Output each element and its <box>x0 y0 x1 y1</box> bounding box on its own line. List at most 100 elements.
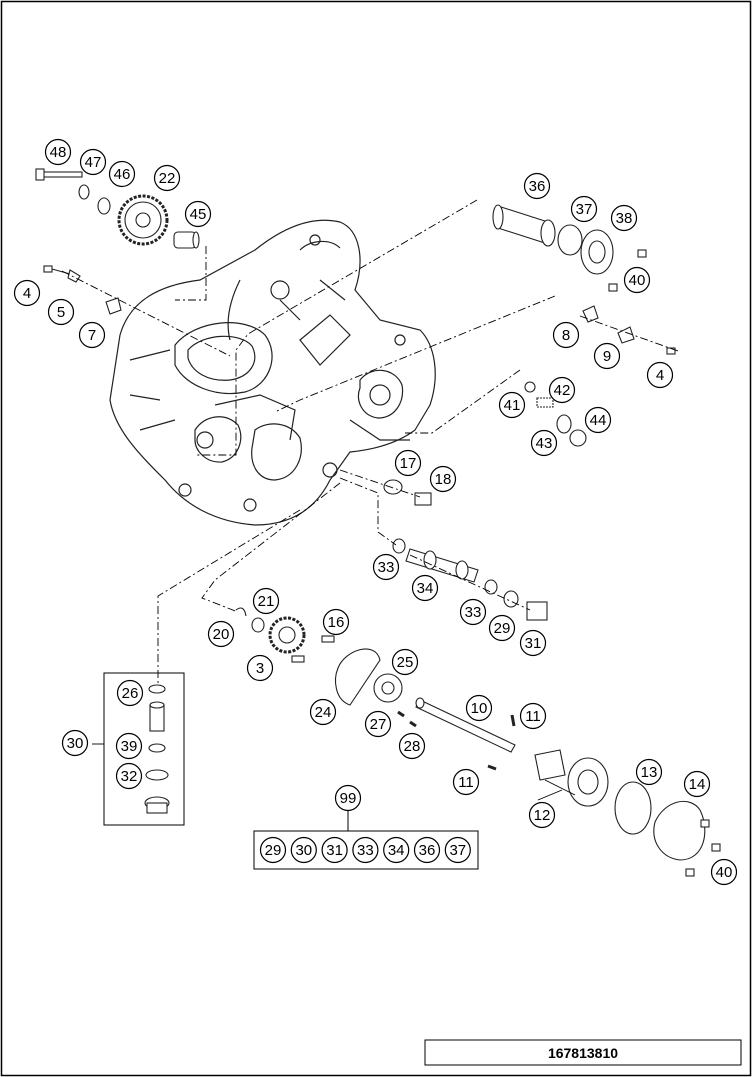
ball-41-shape <box>524 381 536 393</box>
callout-label: 17 <box>400 455 417 472</box>
callout-label: 9 <box>603 348 611 365</box>
kit-99-item: 29 <box>259 836 287 864</box>
callout-label: 30 <box>67 735 84 752</box>
callout-part-4b: 4 <box>646 361 674 389</box>
reference-box <box>424 1039 742 1066</box>
group-30-bracket <box>103 672 185 826</box>
callout-circle <box>552 321 580 349</box>
callout-circle <box>322 608 350 636</box>
callout-label: 48 <box>50 144 67 161</box>
callout-part-12: 12 <box>528 801 556 829</box>
callout-circle <box>47 298 75 326</box>
clip-20-shape <box>235 607 247 617</box>
kit-99-item-circle <box>444 836 471 864</box>
callout-part-29: 29 <box>488 614 516 642</box>
callout-circle <box>570 195 598 223</box>
callout-part-47: 47 <box>79 148 107 176</box>
callout-label: 40 <box>629 272 646 289</box>
callout-label: 32 <box>121 768 138 785</box>
callout-part-24: 24 <box>309 698 337 726</box>
callout-part-37: 37 <box>570 195 598 223</box>
callout-label: 45 <box>190 206 207 223</box>
callout-circle <box>593 342 621 370</box>
callout-label: 18 <box>435 471 452 488</box>
callout-part-8: 8 <box>552 321 580 349</box>
callout-circle <box>116 679 144 707</box>
callout-part-39: 39 <box>115 732 143 760</box>
callout-circle <box>108 160 136 188</box>
callout-part-11a: 11 <box>519 702 547 730</box>
callout-part-16: 16 <box>322 608 350 636</box>
callout-part-25: 25 <box>391 648 419 676</box>
callout-label: 10 <box>471 700 488 717</box>
callout-part-40a: 40 <box>623 266 651 294</box>
callout-label: 4 <box>656 367 664 384</box>
callout-label: 37 <box>576 201 593 218</box>
kit-99-box <box>253 830 479 870</box>
callout-part-42: 42 <box>548 376 576 404</box>
callout-part-9: 9 <box>593 342 621 370</box>
callout-circle <box>398 732 426 760</box>
kit-99-item-circle <box>352 836 379 864</box>
screws-40b-shape <box>685 819 721 877</box>
oring-39-shape <box>148 743 166 753</box>
callout-circle <box>488 614 516 642</box>
callout-label: 22 <box>159 170 176 187</box>
callout-part-34: 34 <box>411 574 439 602</box>
callout-label: 12 <box>534 807 551 824</box>
callout-part-45: 45 <box>184 200 212 228</box>
kit-99-item-label: 37 <box>449 842 466 859</box>
callout-circle <box>364 710 392 738</box>
callout-part-11b: 11 <box>452 768 480 796</box>
callout-part-36: 36 <box>523 172 551 200</box>
callout-circle <box>519 629 547 657</box>
callout-part-33a: 33 <box>372 553 400 581</box>
callout-label: 14 <box>689 776 706 793</box>
callout-part-44: 44 <box>584 406 612 434</box>
callout-circle <box>584 406 612 434</box>
callout-part-99: 99 <box>334 784 362 812</box>
callout-label: 13 <box>641 764 658 781</box>
callout-part-17: 17 <box>394 449 422 477</box>
rotor-12-shape <box>534 749 609 807</box>
kit-99-item: 30 <box>290 836 317 864</box>
callout-label: 47 <box>85 154 102 171</box>
kit-99-item-label: 33 <box>357 842 374 859</box>
callout-label: 11 <box>458 774 474 791</box>
callout-label: 46 <box>114 166 131 183</box>
plate-9-shape <box>617 326 635 344</box>
kit-99-item: 34 <box>383 836 410 864</box>
callout-part-43: 43 <box>530 429 558 457</box>
callout-part-26: 26 <box>116 679 144 707</box>
callout-label: 25 <box>397 654 414 671</box>
filter-36-shape <box>492 204 556 247</box>
callout-part-38: 38 <box>610 204 638 232</box>
callout-circle <box>710 858 738 886</box>
callout-part-27: 27 <box>364 710 392 738</box>
callout-circle <box>334 784 362 812</box>
kit-99-item-circle <box>259 836 287 864</box>
callout-label: 39 <box>121 738 138 755</box>
callout-circle <box>207 620 235 648</box>
callout-part-46: 46 <box>108 160 136 188</box>
callout-circle <box>465 694 493 722</box>
rotor-25-shape <box>373 673 403 703</box>
callout-part-7: 7 <box>78 321 106 349</box>
screw-4b-shape <box>666 347 676 355</box>
callout-circle <box>153 164 181 192</box>
callout-label: 20 <box>213 626 230 643</box>
callout-circle <box>523 172 551 200</box>
oring-26-shape <box>148 684 166 694</box>
oring-33a-shape <box>392 538 406 554</box>
kit-99-item-label: 29 <box>265 842 282 859</box>
callout-label: 42 <box>554 382 571 399</box>
bolt-48-shape <box>35 168 83 181</box>
callout-part-3: 3 <box>246 654 274 682</box>
callout-circle <box>635 758 663 786</box>
washer-43-shape <box>556 414 572 434</box>
pin-27-shape <box>397 710 405 718</box>
callout-part-33b: 33 <box>459 598 487 626</box>
kit-99-item-circle <box>413 836 441 864</box>
plug-32-shape <box>144 796 170 814</box>
